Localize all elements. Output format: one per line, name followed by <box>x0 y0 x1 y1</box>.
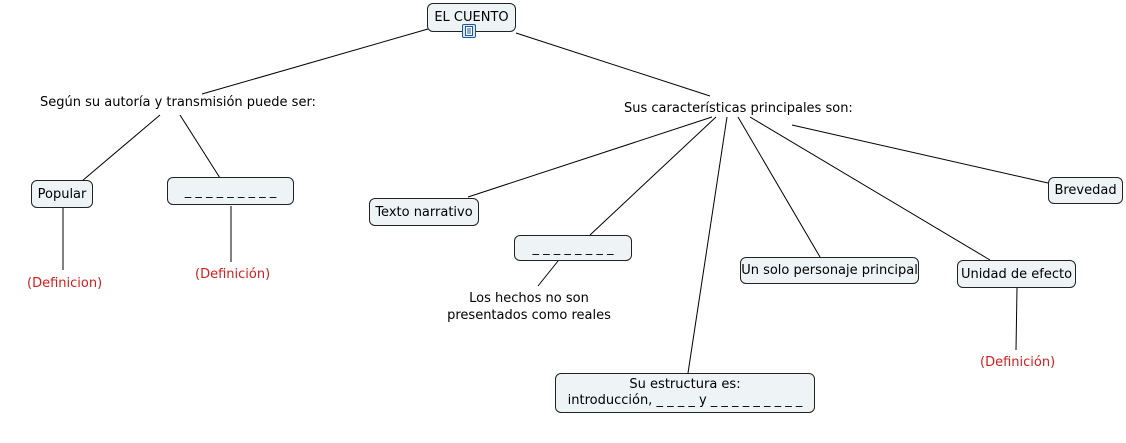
concept-blank-left-label: _ _ _ _ _ _ _ _ _ <box>184 183 277 199</box>
link-right-blank <box>589 116 717 236</box>
concept-popular[interactable]: Popular <box>31 180 93 208</box>
link-right-unidad <box>749 116 991 261</box>
concept-texto-narrativo-label: Texto narrativo <box>375 204 473 220</box>
link-right-brevedad <box>791 124 1049 184</box>
concept-popular-label: Popular <box>37 186 87 202</box>
linking-phrase-caracteristicas: Sus características principales son: <box>624 101 853 116</box>
link-root-left <box>201 28 429 95</box>
link-root-right <box>515 32 711 97</box>
root-concept-label: EL CUENTO <box>434 10 509 25</box>
link-right-estructura <box>687 116 728 374</box>
concept-estructura[interactable]: Su estructura es: introducción, _ _ _ _ … <box>555 373 815 413</box>
concept-blank-right[interactable]: _ _ _ _ _ _ _ _ <box>514 235 632 261</box>
concept-blank-left[interactable]: _ _ _ _ _ _ _ _ _ <box>167 177 294 205</box>
linking-phrase-autoria: Según su autoría y transmisión puede ser… <box>40 95 316 110</box>
link-unidad-def <box>1015 287 1018 351</box>
definition-popular: (Definicion) <box>27 276 103 291</box>
concept-brevedad[interactable]: Brevedad <box>1048 177 1123 204</box>
link-blank-hechos <box>537 260 559 287</box>
estructura-line-1: Su estructura es: <box>629 377 741 392</box>
concept-unidad-de-efecto[interactable]: Unidad de efecto <box>957 260 1076 288</box>
concept-brevedad-label: Brevedad <box>1054 183 1117 198</box>
hechos-line-1: Los hechos no son <box>469 291 589 306</box>
definition-blank-left: (Definición) <box>195 267 271 282</box>
linking-phrase-hechos: Los hechos no son presentados como reale… <box>444 290 614 324</box>
root-concept[interactable]: EL CUENTO <box>427 3 516 32</box>
concept-personaje-principal-label: Un solo personaje principal <box>741 263 918 278</box>
link-right-personaje <box>737 116 821 258</box>
document-icon[interactable] <box>462 24 476 38</box>
link-left-blank <box>179 114 221 179</box>
concept-unidad-de-efecto-label: Unidad de efecto <box>960 266 1073 282</box>
concept-blank-right-label: _ _ _ _ _ _ _ _ <box>532 240 614 256</box>
estructura-line-2: introducción, _ _ _ _ y _ _ _ _ _ _ _ _ … <box>567 393 803 408</box>
link-left-popular <box>81 114 161 182</box>
definition-unidad: (Definición) <box>980 355 1056 370</box>
link-right-texto <box>467 116 713 198</box>
concept-personaje-principal[interactable]: Un solo personaje principal <box>740 257 919 284</box>
concept-texto-narrativo[interactable]: Texto narrativo <box>369 198 479 226</box>
hechos-line-2: presentados como reales <box>447 308 611 323</box>
